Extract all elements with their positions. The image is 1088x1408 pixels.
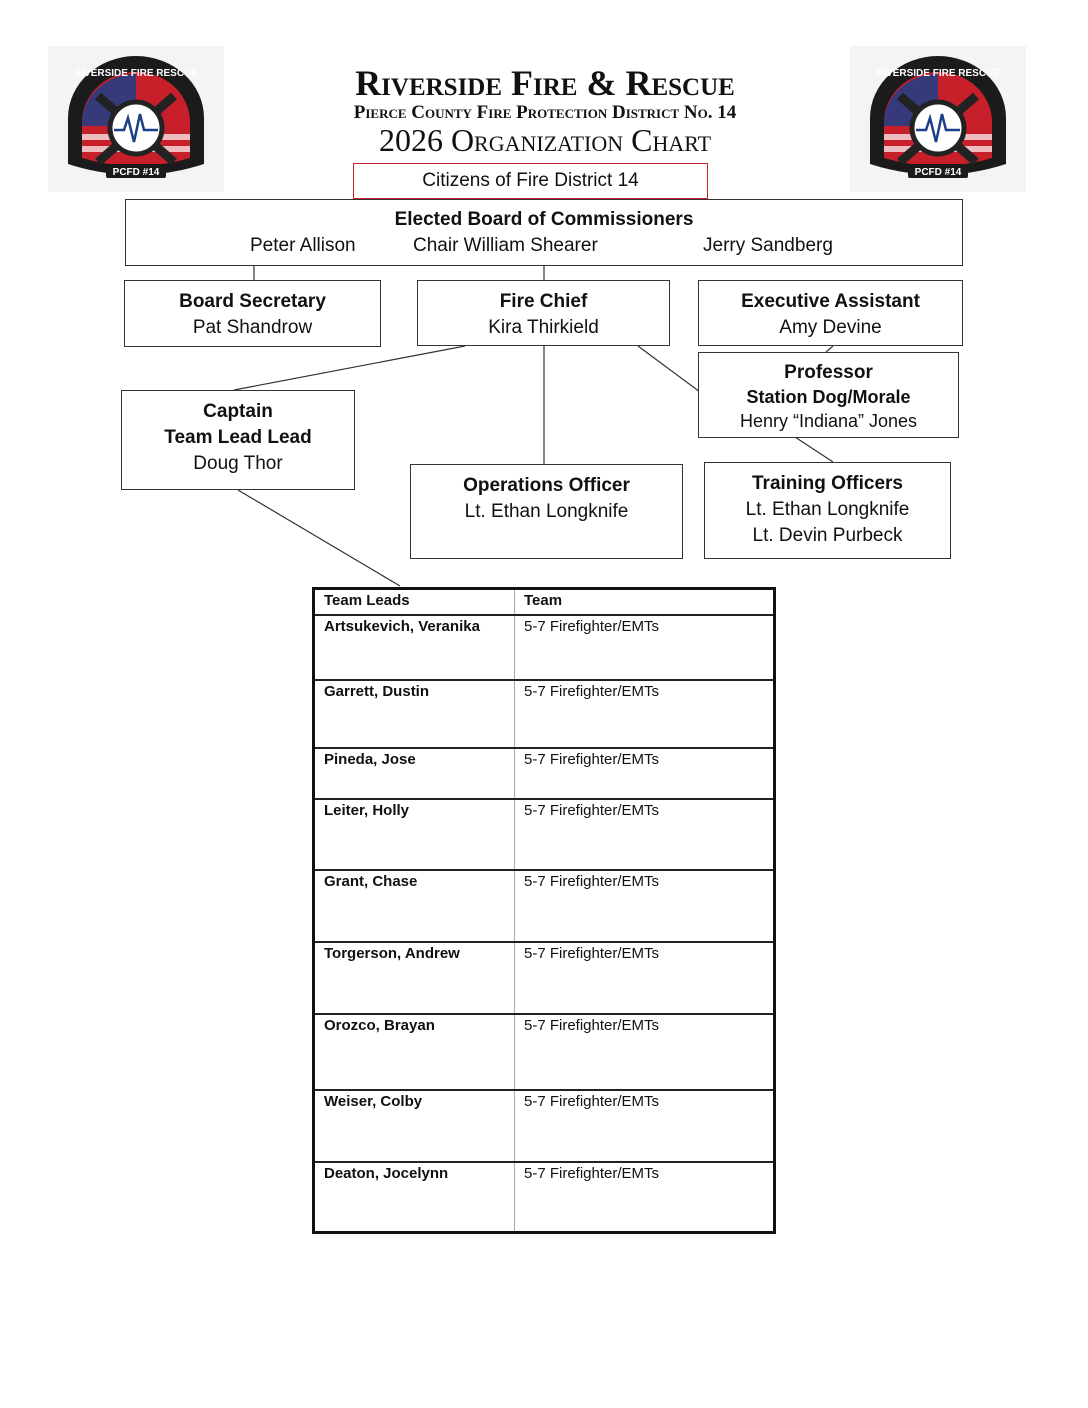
column-header: Team xyxy=(514,588,775,616)
team-cell: 5-7 Firefighter/EMTs xyxy=(514,748,775,800)
table-row: Torgerson, Andrew 5-7 Firefighter/EMTs xyxy=(313,942,775,1015)
table-row: Garrett, Dustin 5-7 Firefighter/EMTs xyxy=(313,680,775,749)
professor-box: Professor Station Dog/Morale Henry “Indi… xyxy=(698,352,959,438)
table-row: Weiser, Colby 5-7 Firefighter/EMTs xyxy=(313,1090,775,1163)
chief-title: Fire Chief xyxy=(499,291,588,312)
chief-box: Fire Chief Kira Thirkield xyxy=(417,280,670,346)
team-lead-cell: Artsukevich, Veranika xyxy=(313,615,515,681)
team-cell: 5-7 Firefighter/EMTs xyxy=(514,799,775,871)
citizens-box: Citizens of Fire District 14 xyxy=(353,163,708,199)
captain-title: Captain xyxy=(203,401,273,422)
table-row: Orozco, Brayan 5-7 Firefighter/EMTs xyxy=(313,1014,775,1091)
operations-name: Lt. Ethan Longknife xyxy=(464,501,629,522)
team-cell: 5-7 Firefighter/EMTs xyxy=(514,870,775,943)
board-title: Elected Board of Commissioners xyxy=(394,209,694,230)
secretary-title: Board Secretary xyxy=(179,291,326,312)
training-name: Lt. Devin Purbeck xyxy=(752,525,903,546)
logo-left: PCFD #14 RIVERSIDE FIRE RESCUE xyxy=(48,46,224,192)
assistant-title: Executive Assistant xyxy=(741,291,920,312)
chart-title: 2026 Organization Chart xyxy=(378,122,712,158)
professor-role: Station Dog/Morale xyxy=(746,387,911,407)
table-header-row: Team Leads Team xyxy=(313,588,775,616)
secretary-box: Board Secretary Pat Shandrow xyxy=(124,280,381,347)
training-title: Training Officers xyxy=(752,473,903,494)
svg-text:RIVERSIDE FIRE RESCUE: RIVERSIDE FIRE RESCUE xyxy=(74,68,198,79)
assistant-box: Executive Assistant Amy Devine xyxy=(698,280,963,346)
svg-text:PCFD #14: PCFD #14 xyxy=(915,167,962,178)
board-box: Elected Board of Commissioners Peter All… xyxy=(125,199,963,266)
team-lead-cell: Deaton, Jocelynn xyxy=(313,1162,515,1233)
board-member: Peter Allison xyxy=(250,235,356,256)
svg-text:RIVERSIDE FIRE RESCUE: RIVERSIDE FIRE RESCUE xyxy=(876,68,1000,79)
professor-title: Professor xyxy=(784,362,873,383)
captain-box: Captain Team Lead Lead Doug Thor xyxy=(121,390,355,490)
team-lead-cell: Weiser, Colby xyxy=(313,1090,515,1163)
table-row: Grant, Chase 5-7 Firefighter/EMTs xyxy=(313,870,775,943)
team-lead-cell: Pineda, Jose xyxy=(313,748,515,800)
operations-box: Operations Officer Lt. Ethan Longknife xyxy=(410,464,683,559)
team-cell: 5-7 Firefighter/EMTs xyxy=(514,1014,775,1091)
board-member: Chair William Shearer xyxy=(413,235,598,256)
training-box: Training Officers Lt. Ethan Longknife Lt… xyxy=(704,462,951,559)
fire-rescue-badge-icon: PCFD #14 RIVERSIDE FIRE RESCUE xyxy=(870,56,1006,178)
assistant-name: Amy Devine xyxy=(779,317,882,338)
team-cell: 5-7 Firefighter/EMTs xyxy=(514,680,775,749)
page-title: Riverside Fire & Rescue xyxy=(355,63,735,103)
team-cell: 5-7 Firefighter/EMTs xyxy=(514,1090,775,1163)
table-row: Deaton, Jocelynn 5-7 Firefighter/EMTs xyxy=(313,1162,775,1233)
board-member: Jerry Sandberg xyxy=(703,235,833,256)
team-cell: 5-7 Firefighter/EMTs xyxy=(514,1162,775,1233)
team-lead-cell: Orozco, Brayan xyxy=(313,1014,515,1091)
team-leads-table: Team Leads Team Artsukevich, Veranika 5-… xyxy=(312,587,776,1234)
chief-name: Kira Thirkield xyxy=(488,317,599,338)
team-lead-cell: Leiter, Holly xyxy=(313,799,515,871)
professor-name: Henry “Indiana” Jones xyxy=(739,411,918,431)
column-header: Team Leads xyxy=(313,588,515,616)
team-lead-cell: Torgerson, Andrew xyxy=(313,942,515,1015)
logo-right: PCFD #14 RIVERSIDE FIRE RESCUE xyxy=(850,46,1026,192)
svg-text:PCFD #14: PCFD #14 xyxy=(113,167,160,178)
citizens-label: Citizens of Fire District 14 xyxy=(422,170,639,191)
page-subtitle: Pierce County Fire Protection District N… xyxy=(353,102,737,123)
captain-name: Doug Thor xyxy=(193,453,283,474)
secretary-name: Pat Shandrow xyxy=(192,317,313,338)
table-row: Artsukevich, Veranika 5-7 Firefighter/EM… xyxy=(313,615,775,681)
team-lead-cell: Garrett, Dustin xyxy=(313,680,515,749)
training-name: Lt. Ethan Longknife xyxy=(745,499,910,520)
captain-role: Team Lead Lead xyxy=(164,427,312,448)
table-row: Pineda, Jose 5-7 Firefighter/EMTs xyxy=(313,748,775,800)
team-cell: 5-7 Firefighter/EMTs xyxy=(514,942,775,1015)
team-cell: 5-7 Firefighter/EMTs xyxy=(514,615,775,681)
table-row: Leiter, Holly 5-7 Firefighter/EMTs xyxy=(313,799,775,871)
team-lead-cell: Grant, Chase xyxy=(313,870,515,943)
operations-title: Operations Officer xyxy=(463,475,630,496)
fire-rescue-badge-icon: PCFD #14 RIVERSIDE FIRE RESCUE xyxy=(68,56,204,178)
